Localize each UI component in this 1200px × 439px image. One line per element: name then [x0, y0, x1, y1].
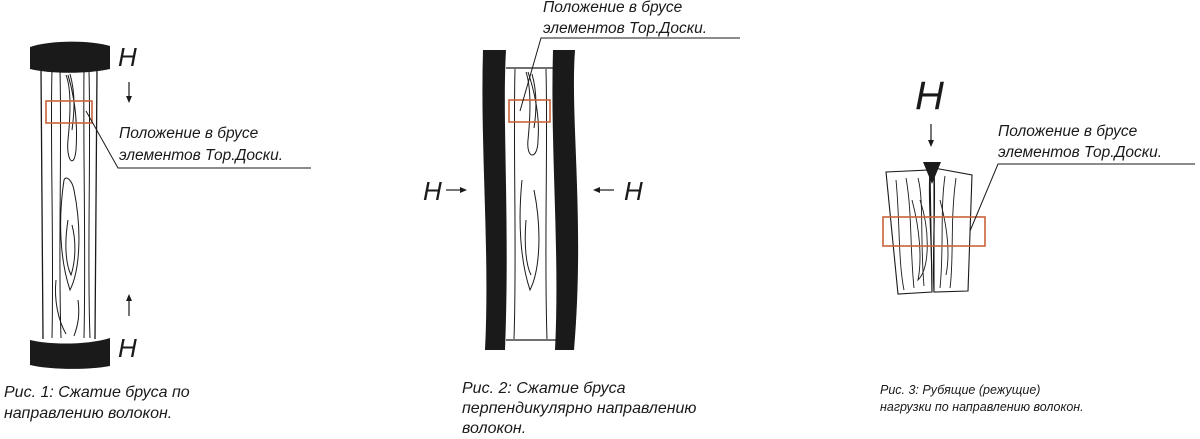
figure-1-caption: Рис. 1: Сжатие бруса по направлению воло… — [4, 382, 190, 424]
fig1-caption-line2: направлению волокон. — [4, 405, 173, 422]
fig3-caption-line2: нагрузки по направлению волокон. — [880, 400, 1084, 414]
fig2-note-line1: Положение в брусе — [543, 0, 683, 16]
figure-2: Н Н Положение в брусе элементов Тор.Доск… — [423, 0, 740, 350]
fig1-arrow-down — [126, 82, 132, 103]
figure-3-caption: Рис. 3: Рубящие (режущие) нагрузки по на… — [880, 382, 1084, 416]
fig1-beam — [40, 68, 98, 340]
fig3-caption-line1: Рис. 3: Рубящие (режущие) — [880, 383, 1041, 397]
fig1-force-top-label: Н — [118, 42, 137, 72]
fig2-leader-line — [519, 37, 740, 112]
fig1-caption-line1: Рис. 1: Сжатие бруса по — [4, 384, 190, 401]
fig2-caption-line2: перпендикулярно направлению — [462, 400, 697, 417]
fig3-block — [885, 167, 973, 295]
fig2-left-plate — [482, 50, 507, 350]
figure-2-caption: Рис. 2: Сжатие бруса перпендикулярно нап… — [462, 379, 696, 439]
fig2-highlight-box — [508, 99, 551, 123]
fig1-arrow-up — [126, 294, 132, 316]
fig2-force-right-label: Н — [624, 176, 643, 206]
fig1-note-line2: элементов Тор.Доски. — [119, 147, 283, 164]
fig2-caption-line3: волокон. — [462, 420, 527, 437]
fig3-blade-wedge — [923, 162, 941, 184]
fig2-force-left-label: Н — [423, 176, 442, 206]
fig3-note-line2: элементов Тор.Доски. — [998, 144, 1162, 161]
fig1-top-plate — [30, 41, 110, 73]
fig3-note-line1: Положение в брусе — [998, 123, 1138, 140]
fig3-leader-line — [969, 163, 1195, 232]
fig1-note-line1: Положение в брусе — [119, 125, 259, 142]
fig2-right-plate — [552, 50, 579, 350]
fig3-arrow-down — [928, 124, 934, 147]
fig2-arrow-right — [446, 187, 467, 193]
fig2-beam — [506, 67, 556, 341]
fig1-leader-line — [85, 110, 311, 169]
fig2-caption-line1: Рис. 2: Сжатие бруса — [462, 380, 626, 397]
fig1-highlight-box — [45, 100, 93, 124]
fig1-force-bottom-label: Н — [118, 333, 137, 363]
fig2-note-line2: элементов Тор.Доски. — [543, 20, 707, 37]
fig3-highlight-box — [882, 216, 986, 247]
figure-3: Н Положение в брусе элементов Тор.Доски. — [882, 74, 1195, 295]
fig2-arrow-left — [593, 187, 614, 193]
fig1-bottom-plate — [30, 338, 110, 369]
figure-1: Н Н Положение в брусе элементов Тор.Доск… — [30, 41, 311, 369]
fig3-force-label: Н — [915, 74, 944, 118]
